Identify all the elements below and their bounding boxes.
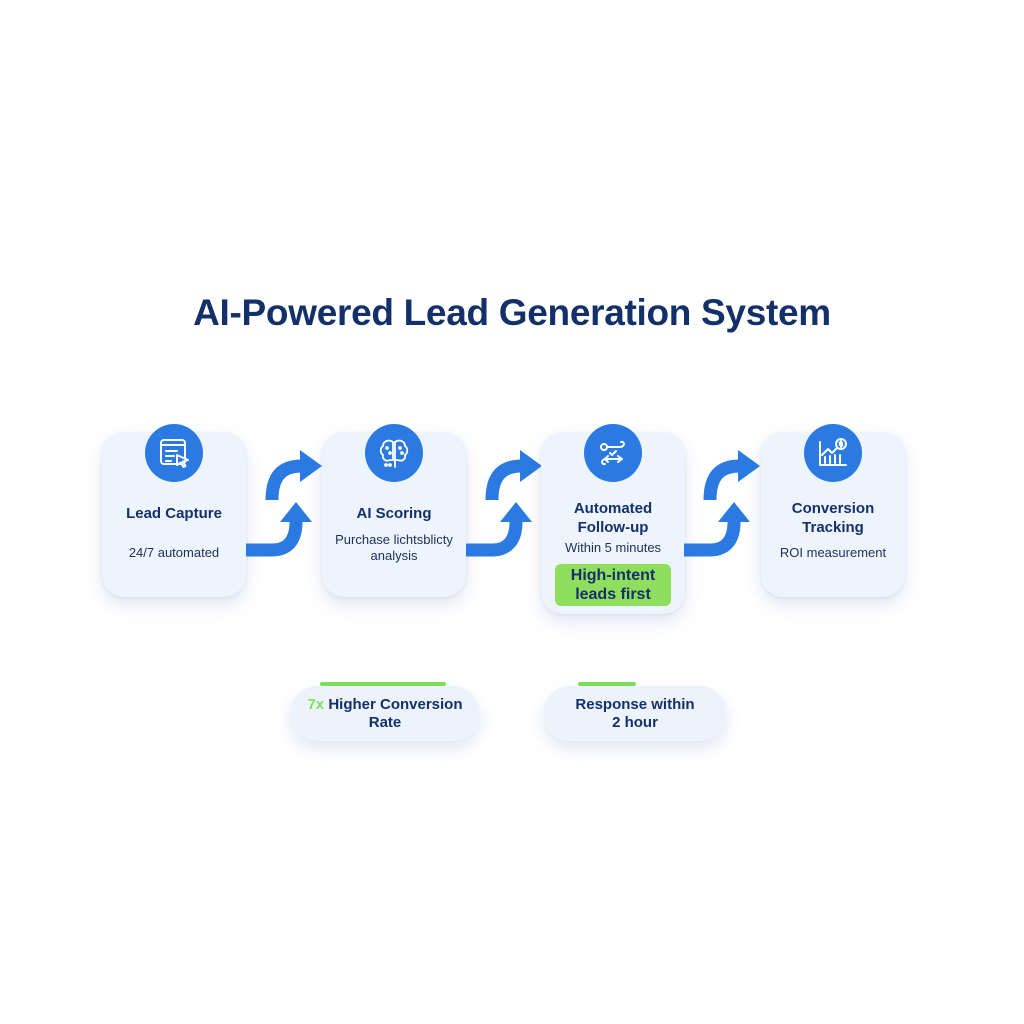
step-subtitle: 24/7 automated xyxy=(128,545,220,560)
step-title: Conversion Tracking xyxy=(791,500,875,536)
stat-highlight: 7x xyxy=(307,695,325,713)
flow-arrow-icon xyxy=(246,450,322,557)
step-card-lead-capture: Lead Capture 24/7 automated xyxy=(102,424,246,597)
stat-conversion-rate: 7x Higher Conversion Rate xyxy=(290,686,480,741)
step-subtitle: ROI measurement xyxy=(779,545,887,560)
flow-arrow-icon xyxy=(466,450,542,557)
step-subtitle: Within 5 minutes xyxy=(564,540,662,555)
stat-accent-bar xyxy=(578,682,636,686)
step-title: Lead Capture xyxy=(126,505,222,522)
step-title: Automated Follow-up xyxy=(573,500,653,536)
chart-dollar-icon xyxy=(804,424,862,482)
stat-accent-bar xyxy=(320,682,446,686)
step-card-automated-follow-up: Automated Follow-up Within 5 minutes Hig… xyxy=(541,424,685,614)
step-card-conversion-tracking: Conversion Tracking ROI measurement xyxy=(761,424,905,597)
step-title: AI Scoring xyxy=(356,505,432,522)
priority-badge: High-intent leads first xyxy=(555,564,671,606)
workflow-icon xyxy=(584,424,642,482)
step-card-ai-scoring: AI Scoring Purchase lichtsblicty analysi… xyxy=(322,424,466,597)
brain-icon xyxy=(365,424,423,482)
step-subtitle: Purchase lichtsblicty analysis xyxy=(335,532,453,563)
diagram-title: AI-Powered Lead Generation System xyxy=(193,292,831,333)
flow-arrow-icon xyxy=(684,450,760,557)
stat-response-time: Response within 2 hour xyxy=(543,686,727,741)
form-cursor-icon xyxy=(145,424,203,482)
